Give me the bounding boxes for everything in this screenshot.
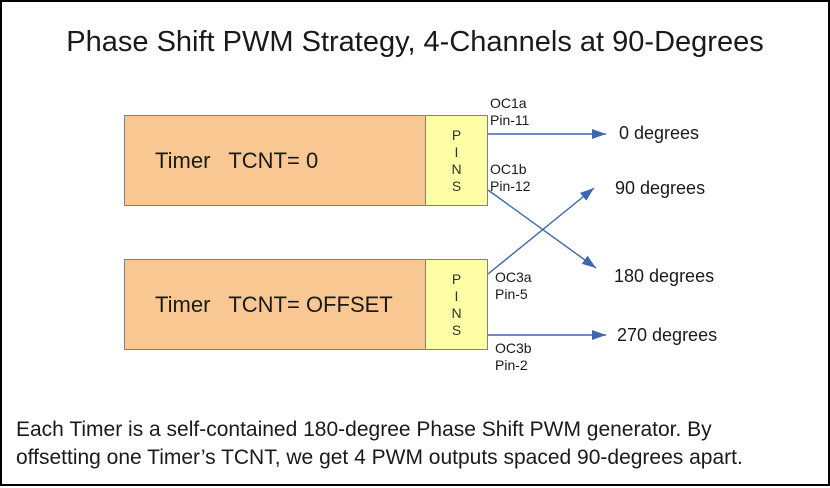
- timer1-pins-label: P I N S: [451, 126, 462, 194]
- timer2-pins-box: P I N S: [425, 259, 488, 350]
- pin-oc1b-name: OC1b: [490, 161, 527, 177]
- pin-label-oc1b: OC1b Pin-12: [490, 161, 530, 195]
- pin-label-oc1a: OC1a Pin-11: [490, 95, 529, 129]
- caption-line-1: Each Timer is a self-contained 180-degre…: [16, 418, 712, 441]
- caption: Each Timer is a self-contained 180-degre…: [16, 416, 743, 472]
- output-label-270-degrees: 270 degrees: [617, 325, 718, 345]
- timer2-box: Timer TCNT= OFFSET: [124, 259, 425, 350]
- timer1-box: Timer TCNT= 0: [124, 115, 425, 206]
- output-label-90-degrees: 90 degrees: [615, 178, 706, 198]
- pin-label-oc3b: OC3b Pin-2: [495, 340, 532, 374]
- pin-oc3a-name: OC3a: [495, 269, 532, 285]
- arrow-90-degrees: [487, 187, 595, 275]
- caption-line-2: offsetting one Timer’s TCNT, we get 4 PW…: [16, 446, 743, 469]
- page-title: Phase Shift PWM Strategy, 4-Channels at …: [66, 26, 764, 58]
- pin-oc3b-number: Pin-2: [495, 357, 528, 373]
- timer1-pins-box: P I N S: [425, 115, 488, 206]
- output-label-0-degrees: 0 degrees: [619, 123, 700, 143]
- timer1-label: Timer TCNT= 0: [155, 147, 319, 173]
- timer2-pins-label: P I N S: [451, 270, 462, 338]
- pin-oc3b-name: OC3b: [495, 340, 532, 356]
- pin-oc1a-name: OC1a: [490, 95, 527, 111]
- output-label-180-degrees: 180 degrees: [614, 266, 715, 286]
- arrow-180-degrees: [487, 189, 597, 269]
- pin-oc1a-number: Pin-11: [490, 112, 530, 128]
- pin-oc3a-number: Pin-5: [495, 286, 528, 302]
- pin-label-oc3a: OC3a Pin-5: [495, 269, 532, 303]
- timer2-label: Timer TCNT= OFFSET: [155, 291, 393, 317]
- pin-oc1b-number: Pin-12: [490, 178, 531, 194]
